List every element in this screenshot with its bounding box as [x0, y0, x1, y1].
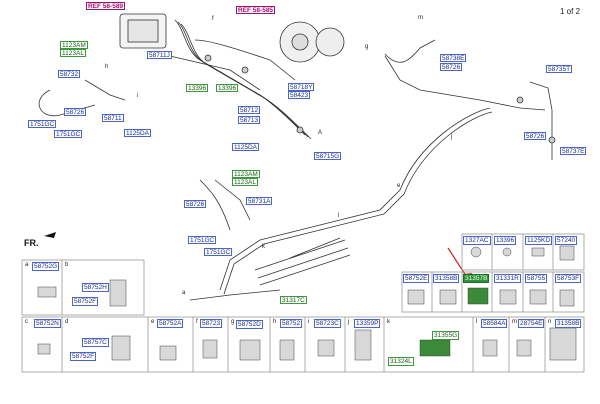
- grid-cell-31355g[interactable]: 31355G: [432, 331, 460, 340]
- part-label-58715g[interactable]: 58715G: [314, 152, 342, 160]
- grid-letter-e: e: [151, 319, 155, 325]
- grid-letter-k: k: [387, 319, 390, 325]
- grid-letter-l: l: [476, 319, 478, 325]
- callout-A: A: [318, 130, 323, 136]
- grid-cell-28754e[interactable]: 28754E: [518, 319, 545, 328]
- grid-cell-57240[interactable]: 57240: [555, 236, 578, 245]
- part-label-1751gc[interactable]: 1751GC: [188, 236, 217, 244]
- grid-letter-j: j: [348, 319, 350, 325]
- grid-cell-58752d[interactable]: 58752D: [236, 320, 263, 329]
- grid-cell-58755[interactable]: 58755: [525, 274, 548, 283]
- grid-cell-31358b[interactable]: 31358B: [555, 319, 582, 328]
- grid-cell-31357b[interactable]: 31357B: [463, 274, 490, 283]
- grid-cell-58723[interactable]: 58723: [200, 319, 223, 328]
- part-label-58732[interactable]: 58732: [58, 70, 81, 78]
- grid-letter-g: g: [231, 319, 235, 325]
- grid-cell-58752f[interactable]: 58752F: [72, 297, 99, 306]
- grid-letter-h: h: [273, 319, 277, 325]
- part-label-31317c[interactable]: 31317C: [280, 296, 307, 304]
- callout-e: e: [397, 183, 401, 189]
- part-label-1123am[interactable]: 1123AM: [232, 170, 260, 178]
- grid-cell-58757c[interactable]: 58757C: [82, 338, 109, 347]
- grid-cell-58584a[interactable]: 58584A: [481, 319, 508, 328]
- grid-cell-13396[interactable]: 13396: [494, 236, 517, 245]
- grid-cell-13359p[interactable]: 13359P: [354, 319, 381, 328]
- part-label-58711j[interactable]: 58711J: [147, 51, 172, 59]
- grid-letter-m: m: [512, 319, 517, 325]
- grid-cell-58752[interactable]: 58752: [280, 319, 303, 328]
- callout-i: i: [137, 93, 139, 99]
- grid-letter-c: c: [25, 319, 28, 325]
- grid-cell-31331r[interactable]: 31331R: [494, 274, 521, 283]
- part-label-58718y[interactable]: 58718Y: [288, 83, 315, 91]
- grid-cell-58752h[interactable]: 58752H: [82, 283, 109, 292]
- part-label-58711[interactable]: 58711: [102, 114, 124, 122]
- part-label-1751gc[interactable]: 1751GC: [54, 130, 83, 138]
- callout-l: l: [338, 213, 340, 219]
- front-marker: FR.: [24, 238, 39, 248]
- part-label-58726[interactable]: 58726: [524, 132, 547, 140]
- part-label-58726[interactable]: 58726: [184, 200, 207, 208]
- grid-cell-58752a[interactable]: 58752A: [157, 319, 184, 328]
- part-label-1125da[interactable]: 1125DA: [232, 143, 260, 151]
- part-label-58712[interactable]: 58712: [238, 106, 261, 114]
- part-label-58726[interactable]: 58726: [64, 108, 87, 116]
- part-label-1123al[interactable]: 1123AL: [60, 49, 86, 57]
- callout-f: f: [212, 16, 214, 22]
- callout-k: k: [262, 244, 265, 250]
- grid-letter-d: d: [65, 319, 69, 325]
- part-label-13396[interactable]: 13396: [216, 84, 239, 92]
- grid-cell-58753f[interactable]: 58753F: [555, 274, 582, 283]
- part-label-1751gc[interactable]: 1751GC: [28, 120, 57, 128]
- part-label-58738e[interactable]: 58738E: [440, 54, 467, 62]
- callout-m: m: [418, 15, 423, 21]
- grid-cell-31358b[interactable]: 31358B: [433, 274, 460, 283]
- part-label-58726[interactable]: 58726: [440, 63, 463, 71]
- grid-letter-n: n: [548, 319, 552, 325]
- callout-j: j: [451, 134, 453, 140]
- grid-cell-58752n[interactable]: 58752N: [34, 319, 61, 328]
- ref-label-left[interactable]: REF 58-589: [86, 2, 126, 10]
- part-label-58713[interactable]: 58713: [238, 116, 261, 124]
- callout-h: h: [105, 64, 109, 70]
- grid-cell-58723c[interactable]: 58723C: [314, 319, 341, 328]
- grid-letter-i: i: [308, 319, 310, 325]
- part-label-58737e[interactable]: 58737E: [560, 147, 587, 155]
- part-label-58731a[interactable]: 58731A: [246, 197, 273, 205]
- part-label-13396[interactable]: 13396: [186, 84, 209, 92]
- grid-cell-1125kd[interactable]: 1125KD: [525, 236, 553, 245]
- grid-letter-a: a: [25, 262, 29, 268]
- grid-cell-58752f[interactable]: 58752F: [70, 352, 97, 361]
- part-label-1123al[interactable]: 1123AL: [232, 178, 258, 186]
- page-indicator: 1 of 2: [560, 7, 581, 16]
- part-label-1751gc[interactable]: 1751GC: [204, 248, 233, 256]
- callout-g: g: [365, 44, 369, 50]
- grid-cell-58752e[interactable]: 58752E: [403, 274, 430, 283]
- grid-cell-31324l[interactable]: 31324L: [388, 357, 414, 366]
- callout-a: a: [182, 290, 186, 296]
- grid-cell-58752g[interactable]: 58752G: [32, 262, 60, 271]
- part-label-58423[interactable]: 58423: [288, 91, 311, 99]
- grid-letter-b: b: [65, 262, 69, 268]
- part-label-1125da[interactable]: 1125DA: [124, 129, 152, 137]
- grid-cell-1327ac[interactable]: 1327AC: [463, 236, 491, 245]
- grid-letter-f: f: [196, 319, 198, 325]
- part-label-58735t[interactable]: 58735T: [546, 65, 573, 73]
- part-label-1123am[interactable]: 1123AM: [60, 41, 88, 49]
- ref-label-right[interactable]: REF 58-585: [236, 6, 276, 14]
